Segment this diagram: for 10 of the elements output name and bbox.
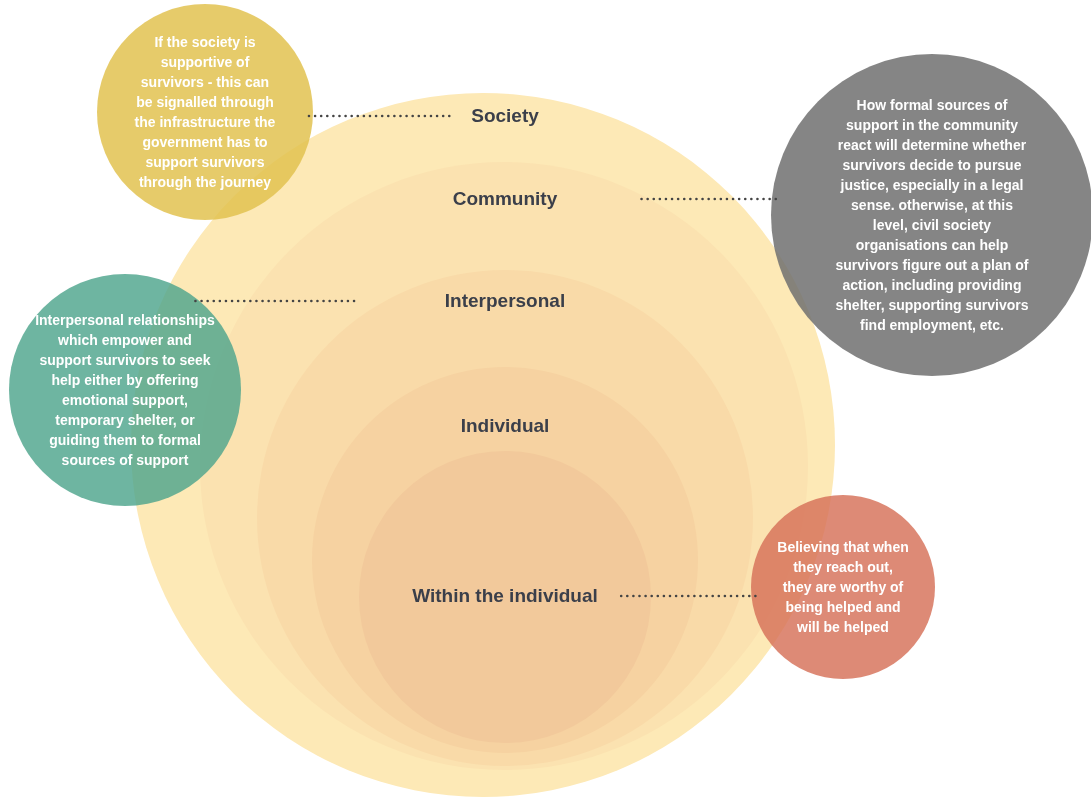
callout-text: Believing that when they reach out, they are worthy of being helped and will be helped	[777, 538, 909, 637]
level-label: Society	[471, 105, 539, 126]
callout-text: If the society is supportive of survivors - this can be signalled through the infrastructure the government has to support survivors through the journey	[133, 33, 277, 192]
callout-text: How formal sources of support in the community react will determine whether survivors decide to pursue justice, especially in a legal sense. otherwise, at this level, civil society organisations can help survivors figure out a plan of action, including providing shelter, supporting survivors find employment, etc.	[834, 96, 1030, 335]
level-label: Interpersonal	[444, 290, 566, 311]
level-label: Within the individual	[412, 585, 598, 606]
level-label: Community	[452, 188, 558, 209]
level-label: Individual	[460, 415, 550, 436]
callout-text: Interpersonal relationships which empower and support survivors to seek help either by offering emotional support, temporary shelter, or guiding them to formal sources of support	[34, 311, 216, 470]
leader-line	[618, 594, 757, 598]
